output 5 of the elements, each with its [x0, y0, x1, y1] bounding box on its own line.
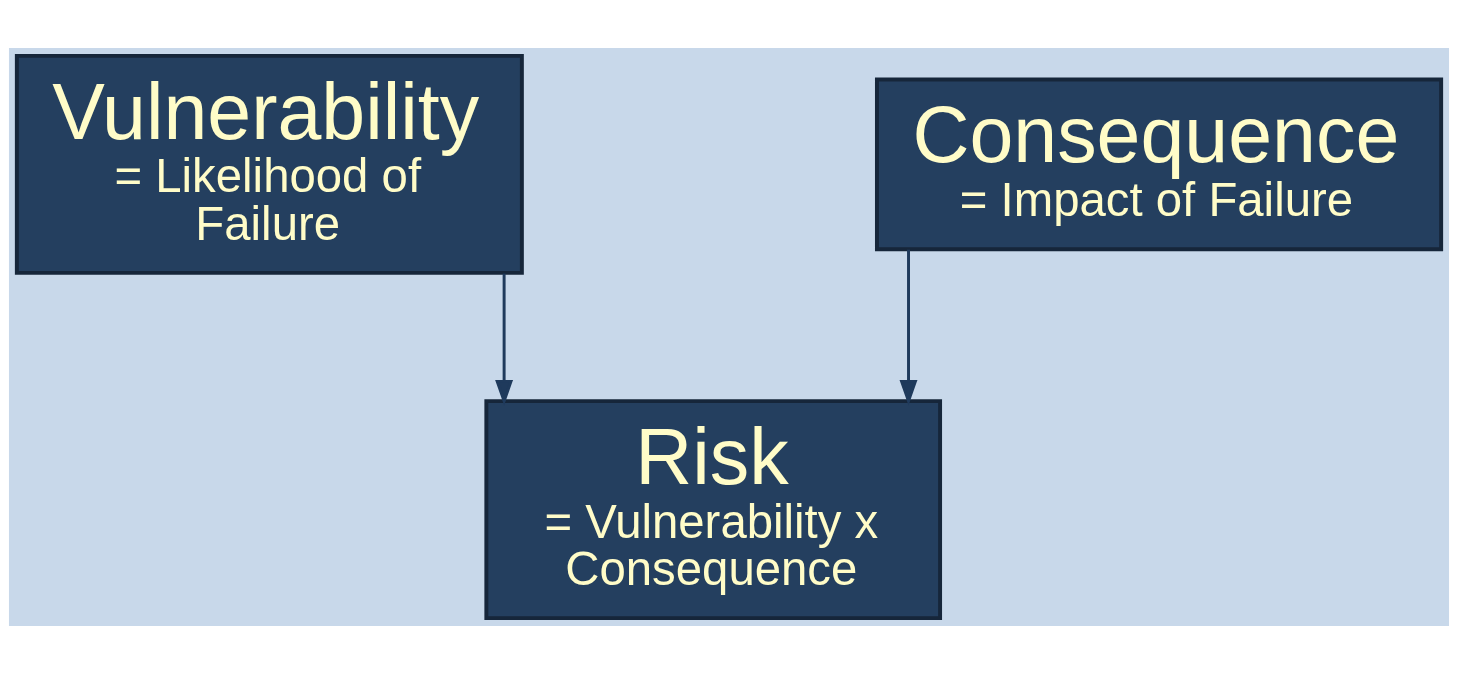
node-box: Vulnerability = Likelihood of Failure [14, 53, 524, 275]
arrow [495, 273, 514, 406]
node-box: Risk = Vulnerability x Consequence [484, 399, 943, 621]
node-box: Consequence = Impact of Failure [874, 77, 1444, 252]
arrow [899, 249, 918, 406]
